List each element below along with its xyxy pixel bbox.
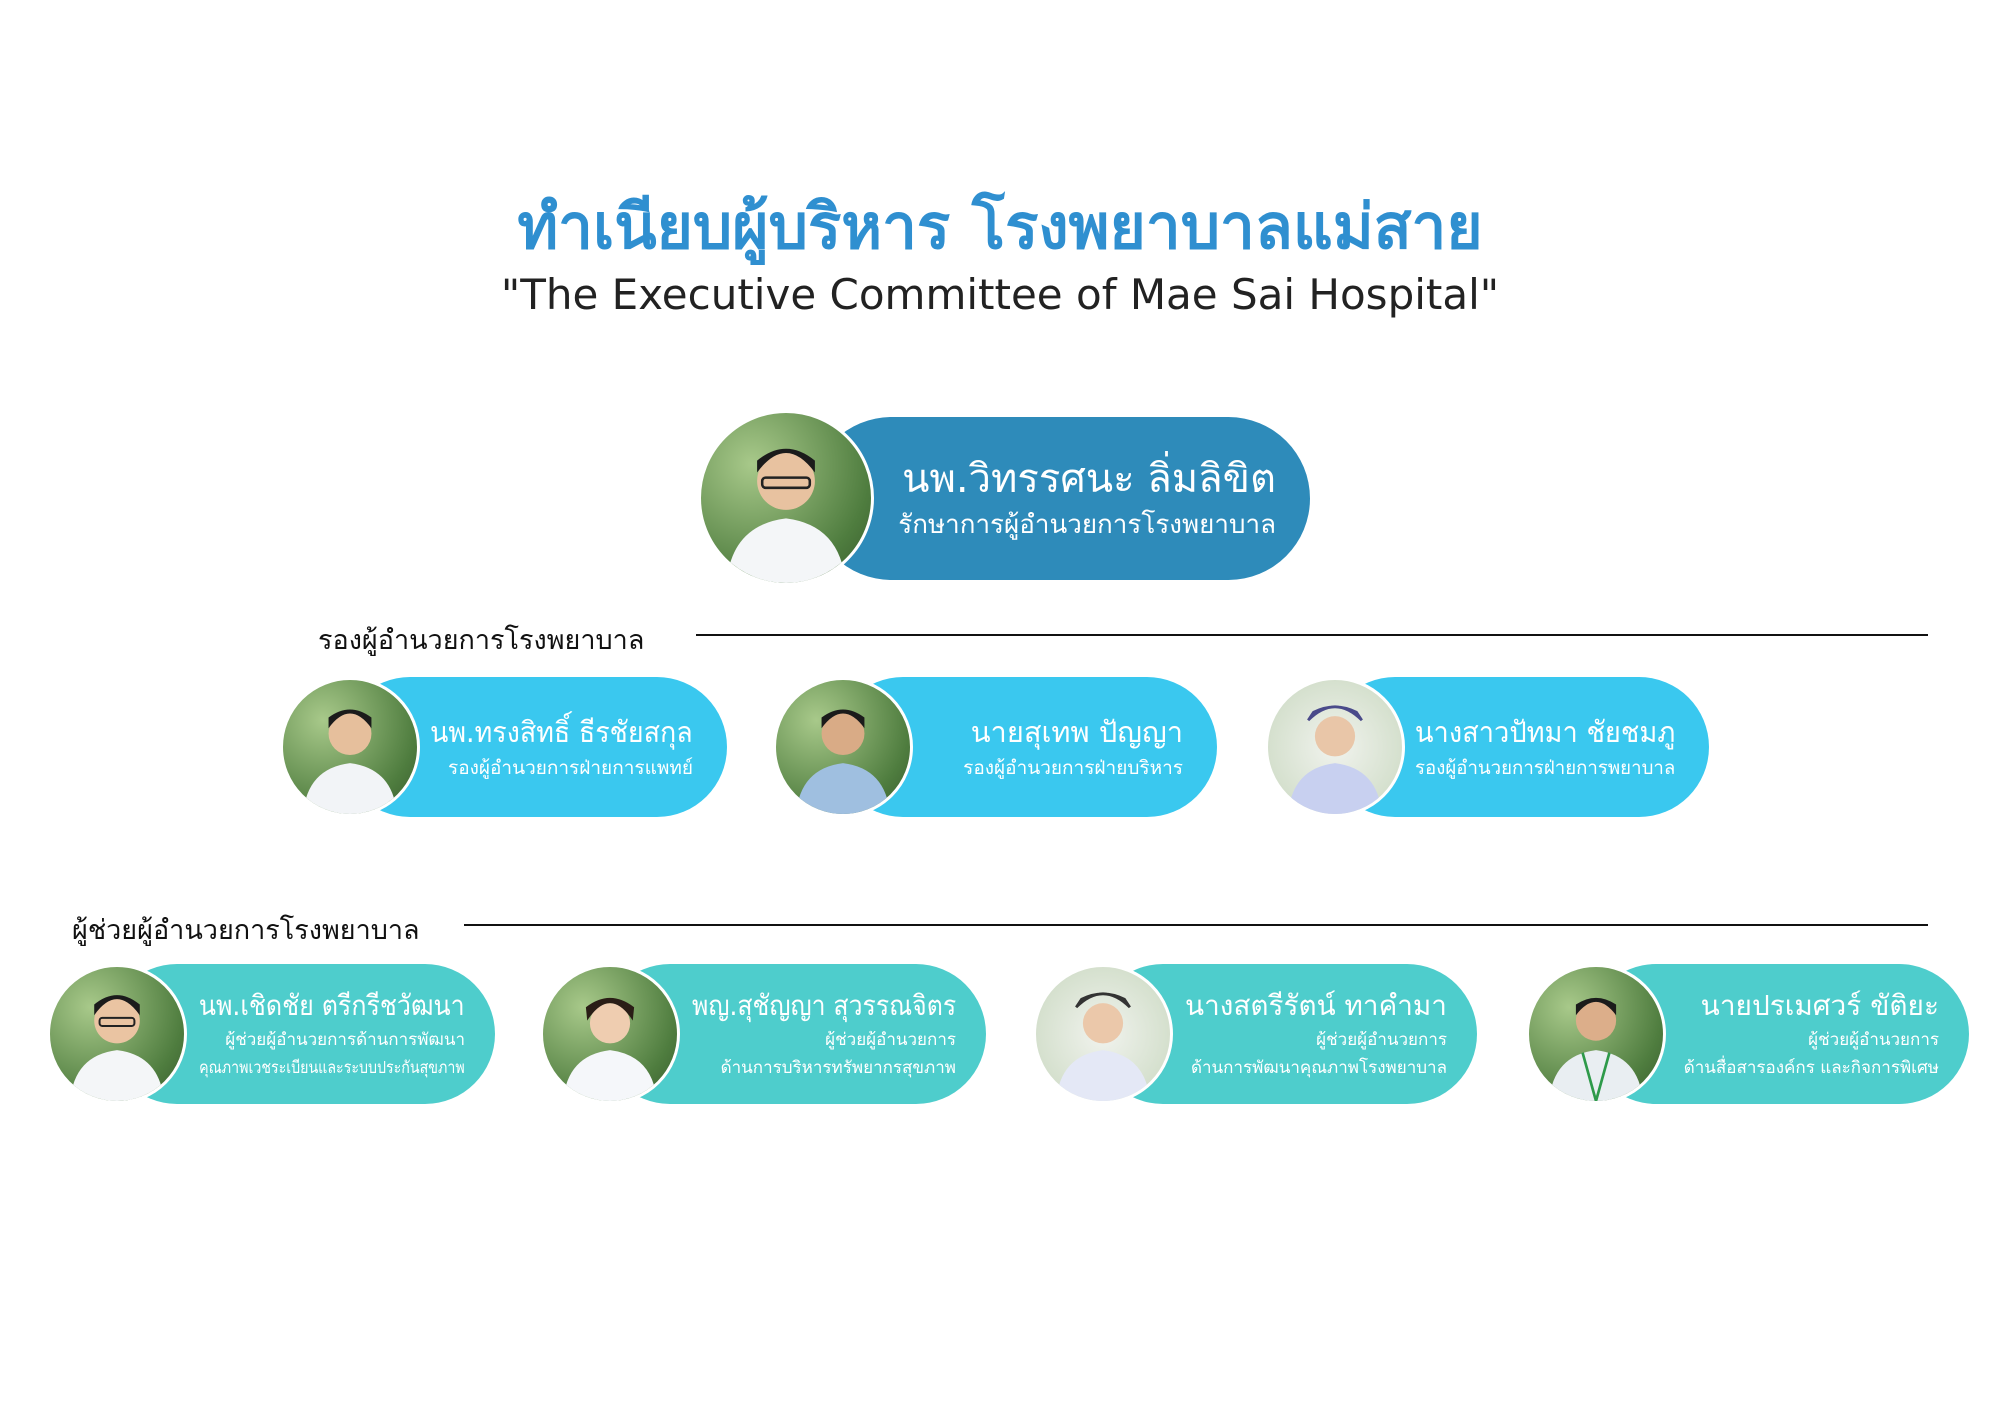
person-name: นพ.ทรงสิทธิ์ ธีรชัยสกุล (430, 715, 693, 749)
director-photo (698, 410, 874, 586)
assistant-card: นพ.เชิดชัย ตรีกรีชวัฒนา ผู้ช่วยผู้อำนวยก… (107, 964, 495, 1104)
section-label-assistants: ผู้ช่วยผู้อำนวยการโรงพยาบาล (72, 915, 420, 946)
director-name: นพ.วิทรรศนะ ลิ่มลิขิต (902, 455, 1276, 502)
person-role: รองผู้อำนวยการฝ่ายการแพทย์ (447, 757, 693, 779)
person-role-line2: ด้านการบริหารทรัพยากรสุขภาพ (720, 1058, 956, 1078)
assistant-card: นางสตรีรัตน์ ทาคำมา ผู้ช่วยผู้อำนวยการ ด… (1093, 964, 1477, 1104)
person-role: รองผู้อำนวยการฝ่ายบริหาร (963, 757, 1183, 779)
director-card: นพ.วิทรรศนะ ลิ่มลิขิต รักษาการผู้อำนวยกา… (810, 417, 1310, 580)
person-photo (773, 677, 913, 817)
person-role-line2: คุณภาพเวชระเบียนและระบบประกันสุขภาพ (199, 1058, 465, 1078)
deputy-card: นางสาวปัทมา ชัยชมภู รองผู้อำนวยการฝ่ายกา… (1325, 677, 1709, 817)
person-name: นางสตรีรัตน์ ทาคำมา (1185, 989, 1447, 1022)
person-name: นายปรเมศวร์ ขัติยะ (1700, 989, 1939, 1022)
person-photo (1033, 964, 1173, 1104)
person-photo (540, 964, 680, 1104)
page-subtitle: "The Executive Committee of Mae Sai Hosp… (500, 270, 1500, 319)
person-name: นพ.เชิดชัย ตรีกรีชวัฒนา (199, 989, 465, 1022)
person-role-line2: ด้านการพัฒนาคุณภาพโรงพยาบาล (1190, 1058, 1447, 1078)
person-role-line2: ด้านสื่อสารองค์กร และกิจการพิเศษ (1683, 1058, 1939, 1078)
section-divider (696, 634, 1928, 636)
person-role-line1: ผู้ช่วยผู้อำนวยการ (1316, 1030, 1447, 1050)
person-photo (47, 964, 187, 1104)
person-photo (1265, 677, 1405, 817)
page-title: ทำเนียบผู้บริหาร โรงพยาบาลแม่สาย (517, 190, 1483, 263)
section-divider (464, 924, 1928, 926)
person-role-line1: ผู้ช่วยผู้อำนวยการด้านการพัฒนา (225, 1030, 465, 1050)
person-name: นางสาวปัทมา ชัยชมภู (1414, 715, 1675, 749)
director-role: รักษาการผู้อำนวยการโรงพยาบาล (898, 509, 1276, 540)
person-name: พญ.สุชัญญา สุวรรณจิตร (691, 989, 956, 1022)
assistant-card: นายปรเมศวร์ ขัติยะ ผู้ช่วยผู้อำนวยการ ด้… (1586, 964, 1969, 1104)
person-role-line1: ผู้ช่วยผู้อำนวยการ (825, 1030, 956, 1050)
person-photo (280, 677, 420, 817)
person-name: นายสุเทพ ปัญญา (970, 715, 1183, 749)
person-role-line1: ผู้ช่วยผู้อำนวยการ (1808, 1030, 1939, 1050)
person-photo (1526, 964, 1666, 1104)
section-label-deputies: รองผู้อำนวยการโรงพยาบาล (318, 625, 645, 656)
person-role: รองผู้อำนวยการฝ่ายการพยาบาล (1414, 757, 1675, 779)
